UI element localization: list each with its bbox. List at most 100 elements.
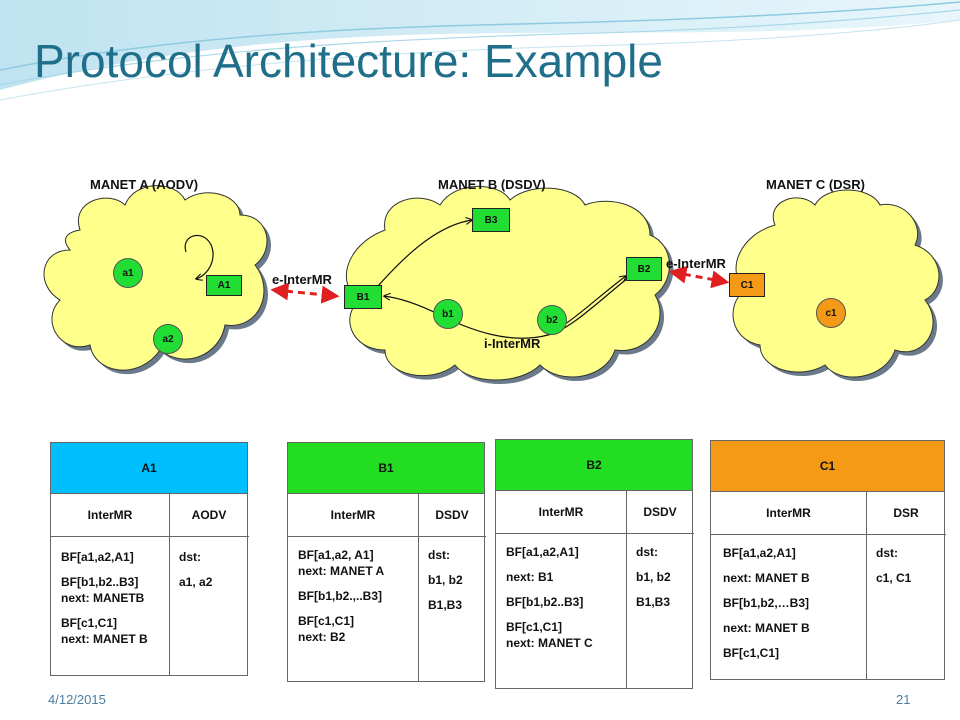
table-b1-gap bbox=[428, 588, 463, 597]
manet-a-label: MANET A (AODV) bbox=[90, 177, 199, 192]
node-B3: B3 bbox=[472, 208, 510, 232]
e-intermr-label-right: e-InterMR bbox=[666, 256, 726, 271]
table-b2-gap bbox=[506, 610, 593, 619]
e-intermr-link-b-c bbox=[668, 265, 730, 289]
table-c1-dst: c1, C1 bbox=[876, 571, 912, 585]
table-a1: A1 InterMR AODV BF[a1,a2,A1] BF[b1,b2..B… bbox=[50, 442, 249, 676]
table-c1-entry: BF[b1,b2,…B3] bbox=[723, 596, 810, 610]
table-a1-header: A1 bbox=[51, 443, 247, 494]
table-b2: B2 InterMR DSDV BF[a1,a2,A1] next: B1 BF… bbox=[495, 439, 694, 689]
table-b1-col-protocol: DSDV bbox=[418, 493, 486, 537]
header-waves bbox=[0, 0, 960, 101]
table-b1-entry: BF[b1,b2.,..B3] bbox=[298, 589, 383, 603]
manet-b-label: MANET B (DSDV) bbox=[438, 177, 546, 192]
cloud-manet-a bbox=[43, 185, 272, 375]
table-c1-divider bbox=[866, 491, 867, 680]
node-b1: b1 bbox=[433, 299, 463, 329]
table-c1-gap bbox=[723, 611, 810, 620]
table-c1-intermr-cell: BF[a1,a2,A1] next: MANET B BF[b1,b2,…B3]… bbox=[723, 545, 810, 661]
table-b2-gap bbox=[636, 560, 671, 569]
node-B1: B1 bbox=[344, 285, 382, 309]
manet-c-label: MANET C (DSR) bbox=[766, 177, 865, 192]
table-b1-protocol-cell: dst: b1, b2 B1,B3 bbox=[428, 547, 463, 613]
table-a1-entry: BF[a1,a2,A1] bbox=[61, 550, 134, 564]
e-intermr-label-left: e-InterMR bbox=[272, 272, 332, 287]
table-c1-dst: dst: bbox=[876, 546, 898, 560]
node-C1: C1 bbox=[729, 273, 765, 297]
table-c1: C1 InterMR DSR BF[a1,a2,A1] next: MANET … bbox=[710, 440, 946, 680]
table-b1-entry: next: B2 bbox=[298, 630, 346, 644]
table-b2-entry: next: B1 bbox=[506, 570, 554, 584]
table-b2-col-protocol: DSDV bbox=[626, 490, 694, 534]
table-b2-protocol-cell: dst: b1, b2 B1,B3 bbox=[636, 544, 671, 610]
table-b2-dst: dst: bbox=[636, 545, 658, 559]
table-b2-entry: next: MANET C bbox=[506, 636, 593, 650]
table-b2-dst: B1,B3 bbox=[636, 595, 671, 609]
table-b1-entry: BF[a1,a2, A1] bbox=[298, 548, 374, 562]
slide-title: Protocol Architecture: Example bbox=[34, 35, 663, 87]
table-b1: B1 InterMR DSDV BF[a1,a2, A1] next: MANE… bbox=[287, 442, 486, 682]
table-b2-col-intermr: InterMR bbox=[496, 490, 626, 534]
table-a1-col-protocol: AODV bbox=[169, 493, 249, 537]
i-intermr-label: i-InterMR bbox=[484, 336, 541, 351]
table-b1-divider bbox=[418, 493, 419, 682]
table-b2-entry: BF[b1,b2..B3] bbox=[506, 595, 584, 609]
table-a1-entry: next: MANETB bbox=[61, 591, 145, 605]
table-c1-col-protocol: DSR bbox=[866, 491, 946, 535]
table-b2-intermr-cell: BF[a1,a2,A1] next: B1 BF[b1,b2..B3] BF[c… bbox=[506, 544, 593, 651]
table-c1-entry: BF[c1,C1] bbox=[723, 646, 780, 660]
slide-date: 4/12/2015 bbox=[48, 692, 106, 707]
table-c1-protocol-cell: dst: c1, C1 bbox=[876, 545, 911, 586]
table-c1-entry: next: MANET B bbox=[723, 571, 810, 585]
node-A1: A1 bbox=[206, 275, 242, 296]
table-c1-col-intermr: InterMR bbox=[711, 491, 866, 535]
table-b2-gap bbox=[636, 585, 671, 594]
table-b1-entry: next: MANET A bbox=[298, 564, 385, 578]
node-B2: B2 bbox=[626, 257, 662, 281]
table-b2-dst: b1, b2 bbox=[636, 570, 671, 584]
table-a1-col-intermr: InterMR bbox=[51, 493, 169, 537]
table-b1-gap bbox=[298, 604, 384, 613]
table-b2-gap bbox=[506, 585, 593, 594]
table-b1-gap bbox=[428, 563, 463, 572]
table-a1-protocol-cell: dst: a1, a2 bbox=[179, 549, 212, 590]
table-c1-gap bbox=[723, 561, 810, 570]
table-b2-entry: BF[c1,C1] bbox=[506, 620, 563, 634]
node-c1: c1 bbox=[816, 298, 846, 328]
table-c1-header: C1 bbox=[711, 441, 944, 492]
node-b2: b2 bbox=[537, 305, 567, 335]
table-b1-header: B1 bbox=[288, 443, 484, 494]
node-a2: a2 bbox=[153, 324, 183, 354]
table-b2-header: B2 bbox=[496, 440, 692, 491]
node-a1: a1 bbox=[113, 258, 143, 288]
table-b1-dst: B1,B3 bbox=[428, 598, 463, 612]
table-b1-dst: dst: bbox=[428, 548, 450, 562]
table-b2-divider bbox=[626, 490, 627, 689]
table-a1-divider bbox=[169, 493, 170, 676]
table-a1-entry: next: MANET B bbox=[61, 632, 148, 646]
table-a1-gap bbox=[179, 565, 212, 574]
table-c1-gap bbox=[723, 586, 810, 595]
e-intermr-link-a-b bbox=[270, 282, 340, 304]
table-b2-gap bbox=[506, 560, 593, 569]
table-a1-dst: a1, a2 bbox=[179, 575, 213, 589]
cloud-manet-c bbox=[732, 189, 943, 381]
table-b1-col-intermr: InterMR bbox=[288, 493, 418, 537]
table-a1-gap bbox=[61, 606, 148, 615]
table-b1-intermr-cell: BF[a1,a2, A1] next: MANET A BF[b1,b2.,..… bbox=[298, 547, 384, 645]
table-a1-intermr-cell: BF[a1,a2,A1] BF[b1,b2..B3] next: MANETB … bbox=[61, 549, 148, 647]
table-b1-gap bbox=[298, 579, 384, 588]
table-b2-entry: BF[a1,a2,A1] bbox=[506, 545, 579, 559]
table-a1-entry: BF[b1,b2..B3] bbox=[61, 575, 139, 589]
table-a1-dst: dst: bbox=[179, 550, 201, 564]
table-c1-entry: next: MANET B bbox=[723, 621, 810, 635]
slide-page-number: 21 bbox=[896, 692, 911, 707]
table-b1-entry: BF[c1,C1] bbox=[298, 614, 355, 628]
cloud-manet-b bbox=[345, 185, 674, 384]
table-b1-dst: b1, b2 bbox=[428, 573, 463, 587]
table-c1-entry: BF[a1,a2,A1] bbox=[723, 546, 796, 560]
table-a1-gap bbox=[61, 565, 148, 574]
table-a1-entry: BF[c1,C1] bbox=[61, 616, 118, 630]
table-c1-gap bbox=[876, 561, 911, 570]
